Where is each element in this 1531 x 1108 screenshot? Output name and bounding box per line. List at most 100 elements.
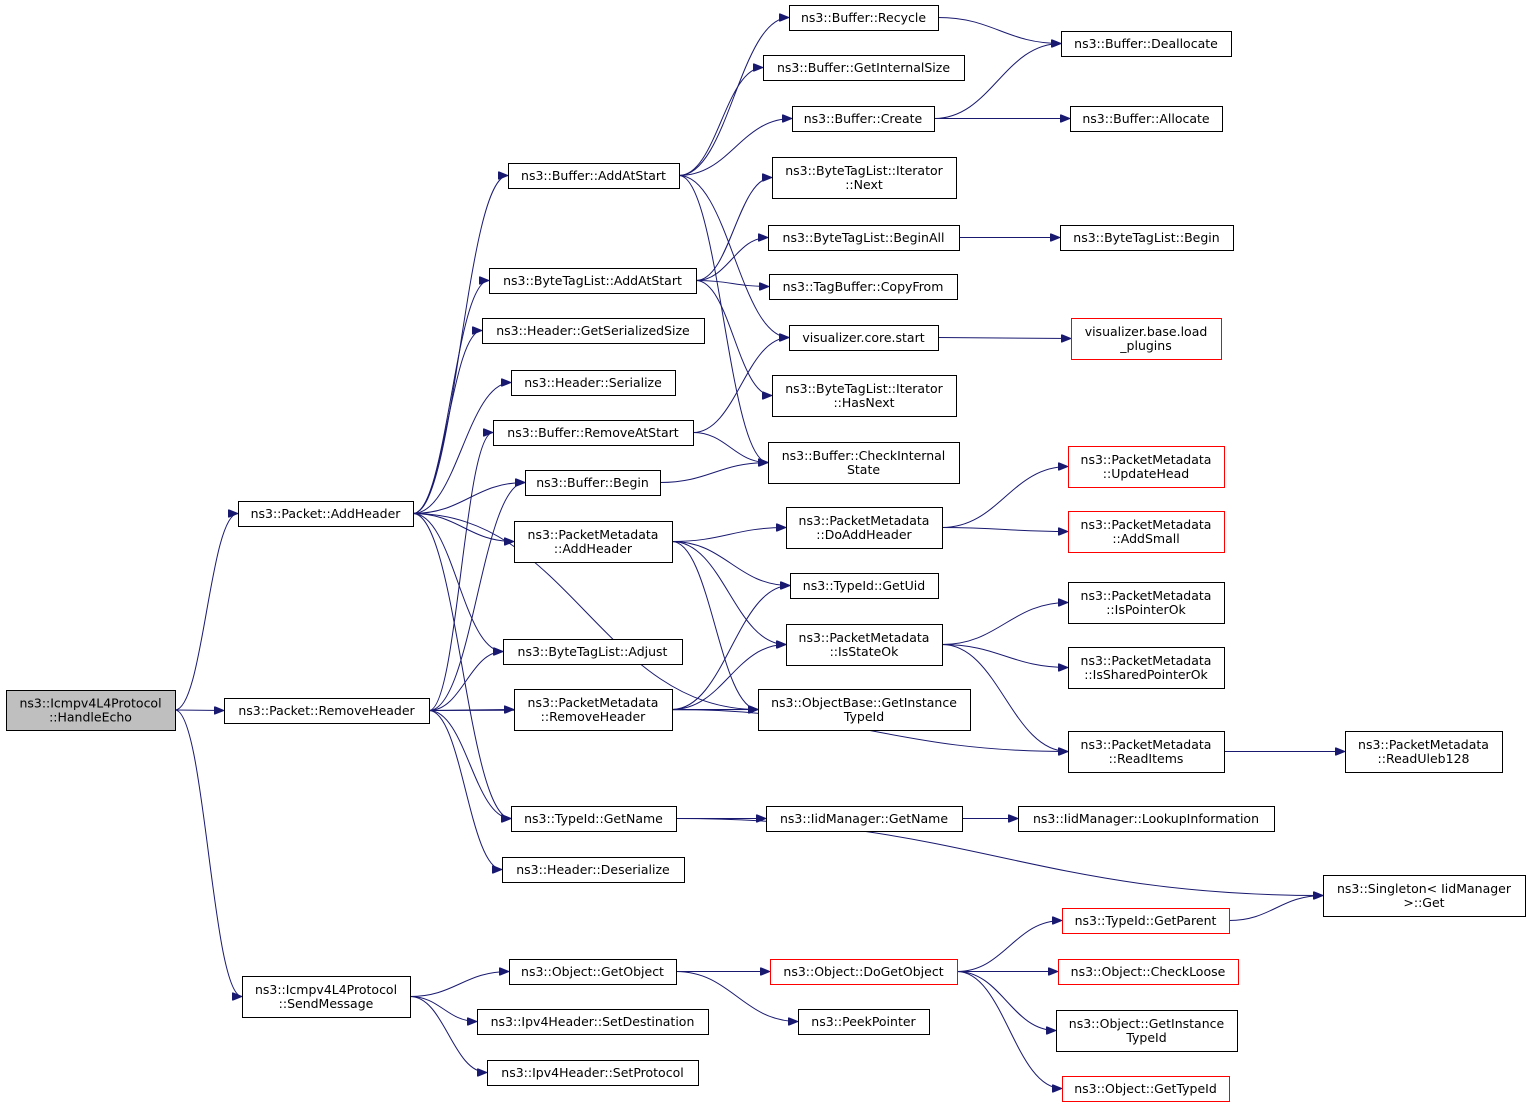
node-layer: ns3::Icmpv4L4Protocol::HandleEchons3::Pa… [6, 5, 1526, 1102]
node-packet-addheader[interactable]: ns3::Packet::AddHeader [238, 501, 414, 527]
edge-buf_addatstart-to-buf_recycle [678, 18, 789, 176]
node-viz-base-load[interactable]: visualizer.base.load_plugins [1071, 318, 1222, 360]
node-singleton-get[interactable]: ns3::Singleton< IidManager>::Get [1323, 875, 1526, 917]
node-label-line: ns3::Object::GetTypeId [1074, 1081, 1217, 1096]
node-sendmessage[interactable]: ns3::Icmpv4L4Protocol::SendMessage [242, 976, 411, 1018]
node-buf-recycle[interactable]: ns3::Buffer::Recycle [789, 5, 939, 31]
node-label-line: TypeId [843, 709, 884, 724]
node-label-line: ns3::Buffer::AddAtStart [521, 168, 666, 183]
node-buf-deallocate[interactable]: ns3::Buffer::Deallocate [1061, 31, 1232, 57]
node-label-line: ns3::Icmpv4L4Protocol [255, 982, 397, 997]
node-viz-core-start[interactable]: visualizer.core.start [789, 325, 939, 351]
node-label-line: ::UpdateHead [1103, 466, 1189, 481]
node-box [1062, 908, 1230, 934]
node-handle-echo[interactable]: ns3::Icmpv4L4Protocol::HandleEcho [6, 690, 176, 731]
edge-pm_doaddheader-to-pm_addsmall [941, 527, 1068, 532]
node-typeid-getname[interactable]: ns3::TypeId::GetName [511, 806, 677, 832]
node-label-line: ns3::ByteTagList::AddAtStart [503, 273, 682, 288]
node-box [482, 318, 705, 344]
node-box [477, 1009, 709, 1035]
node-box [503, 639, 683, 665]
node-label-line: ns3::Ipv4Header::SetDestination [491, 1014, 695, 1029]
node-obj-getobject[interactable]: ns3::Object::GetObject [509, 959, 677, 985]
node-obj-checkloose[interactable]: ns3::Object::CheckLoose [1058, 959, 1239, 985]
node-ipv4-setproto[interactable]: ns3::Ipv4Header::SetProtocol [487, 1060, 699, 1086]
node-btl-iter-next[interactable]: ns3::ByteTagList::Iterator::Next [772, 157, 957, 199]
node-box [1068, 647, 1225, 689]
node-box [1060, 225, 1234, 251]
node-pm-issharedpointerok[interactable]: ns3::PacketMetadata::IsSharedPointerOk [1068, 647, 1225, 689]
node-box [6, 690, 176, 731]
node-hdr-getsersize[interactable]: ns3::Header::GetSerializedSize [482, 318, 705, 344]
edge-packet_addheader-to-btl_adjust [412, 513, 503, 652]
node-typeid-getuid[interactable]: ns3::TypeId::GetUid [790, 573, 939, 599]
edge-packet_removeheader-to-hdr_deserialize [428, 710, 503, 870]
node-tagbuffer-copyfrom[interactable]: ns3::TagBuffer::CopyFrom [769, 274, 958, 300]
node-box [1056, 1010, 1238, 1052]
node-label-line: ns3::ByteTagList::Begin [1073, 230, 1219, 245]
node-btl-adjust[interactable]: ns3::ByteTagList::Adjust [503, 639, 683, 665]
node-pm-removeheader[interactable]: ns3::PacketMetadata::RemoveHeader [514, 689, 673, 731]
node-btl-begin[interactable]: ns3::ByteTagList::Begin [1060, 225, 1234, 251]
node-btl-iter-hasnext[interactable]: ns3::ByteTagList::Iterator::HasNext [772, 375, 957, 417]
node-buf-removeatstart[interactable]: ns3::Buffer::RemoveAtStart [493, 420, 694, 446]
edge-pm_removeheader-to-typeid_getuid [671, 586, 790, 710]
node-btl-beginall[interactable]: ns3::ByteTagList::BeginAll [768, 225, 960, 251]
node-label-line: ns3::Buffer::Deallocate [1074, 36, 1218, 51]
node-ipv4-setdest[interactable]: ns3::Ipv4Header::SetDestination [477, 1009, 709, 1035]
node-buf-allocate[interactable]: ns3::Buffer::Allocate [1070, 106, 1223, 132]
node-box [1068, 582, 1225, 624]
node-pm-readuleb[interactable]: ns3::PacketMetadata::ReadUleb128 [1345, 731, 1503, 773]
node-label-line: ns3::Packet::RemoveHeader [238, 703, 415, 718]
node-label-line: ns3::IidManager::LookupInformation [1033, 811, 1259, 826]
node-label-line: ns3::Header::Deserialize [516, 862, 670, 877]
node-peekpointer[interactable]: ns3::PeekPointer [798, 1009, 930, 1035]
node-label-line: ns3::Icmpv4L4Protocol [19, 696, 161, 711]
node-label-line: ns3::Buffer::CheckInternal [782, 448, 946, 463]
edge-buf_addatstart-to-buf_checkinternal [678, 175, 769, 463]
node-hdr-deserialize[interactable]: ns3::Header::Deserialize [502, 857, 685, 883]
node-label-line: ns3::Buffer::Begin [536, 475, 649, 490]
node-buf-create[interactable]: ns3::Buffer::Create [792, 106, 935, 132]
node-box [487, 1060, 699, 1086]
node-label-line: ::DoAddHeader [816, 527, 912, 542]
node-pm-doaddheader[interactable]: ns3::PacketMetadata::DoAddHeader [786, 507, 943, 549]
edge-pm_addheader-to-objbase_getinstance [671, 541, 759, 710]
node-obj-gettypeid[interactable]: ns3::Object::GetTypeId [1062, 1076, 1230, 1102]
edge-packet_addheader-to-buf_addatstart [412, 176, 509, 514]
node-pm-addsmall[interactable]: ns3::PacketMetadata::AddSmall [1068, 511, 1225, 553]
node-pm-ispointerok[interactable]: ns3::PacketMetadata::IsPointerOk [1068, 582, 1225, 624]
node-label-line: ns3::PacketMetadata [1081, 588, 1212, 603]
node-label-line: TypeId [1125, 1030, 1166, 1045]
node-box [1345, 731, 1503, 773]
edge-packet_removeheader-to-buf_begin [428, 483, 525, 711]
node-obj-dogetobject[interactable]: ns3::Object::DoGetObject [770, 959, 958, 985]
edge-buf_create-to-buf_deallocate [933, 44, 1061, 119]
node-box [1058, 959, 1239, 985]
node-pm-isstateok[interactable]: ns3::PacketMetadata::IsStateOk [786, 624, 943, 666]
node-pm-addheader[interactable]: ns3::PacketMetadata::AddHeader [514, 521, 673, 563]
node-box [763, 55, 965, 81]
node-label-line: ns3::Object::GetInstance [1069, 1016, 1225, 1031]
node-typeid-getparent[interactable]: ns3::TypeId::GetParent [1062, 908, 1230, 934]
node-box [511, 806, 677, 832]
node-box [786, 507, 943, 549]
node-box [1323, 875, 1526, 917]
node-pm-updatehead[interactable]: ns3::PacketMetadata::UpdateHead [1068, 446, 1225, 488]
node-iidmgr-lookup[interactable]: ns3::IidManager::LookupInformation [1018, 806, 1275, 832]
node-box [508, 163, 680, 189]
node-label-line: ns3::PacketMetadata [1081, 653, 1212, 668]
node-iidmgr-getname[interactable]: ns3::IidManager::GetName [766, 806, 963, 832]
node-buf-getinternalsize[interactable]: ns3::Buffer::GetInternalSize [763, 55, 965, 81]
node-pm-readitems[interactable]: ns3::PacketMetadata::ReadItems [1068, 731, 1225, 773]
node-buf-addatstart[interactable]: ns3::Buffer::AddAtStart [508, 163, 680, 189]
node-label-line: ns3::Object::CheckLoose [1071, 964, 1226, 979]
node-packet-removeheader[interactable]: ns3::Packet::RemoveHeader [224, 698, 430, 724]
node-hdr-serialize[interactable]: ns3::Header::Serialize [511, 370, 676, 396]
node-btl-addatstart[interactable]: ns3::ByteTagList::AddAtStart [489, 268, 697, 294]
node-buf-begin[interactable]: ns3::Buffer::Begin [525, 470, 661, 496]
node-label-line: ns3::Buffer::GetInternalSize [777, 60, 950, 75]
